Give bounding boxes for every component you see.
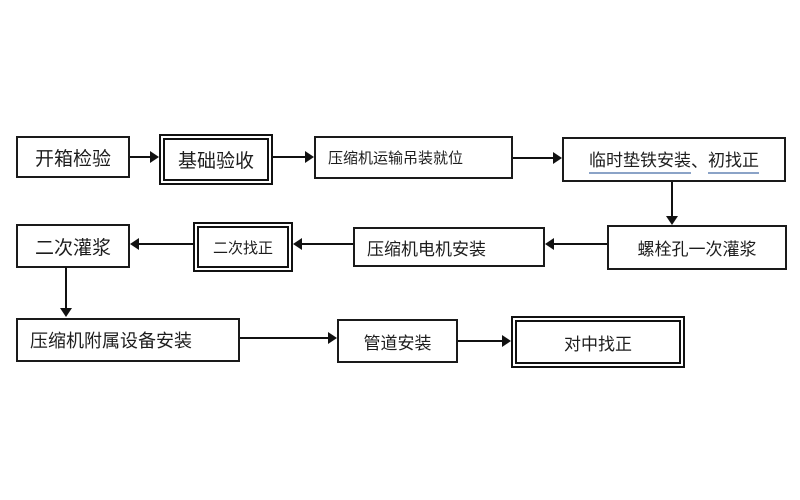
arrow-auxiliary-equipment-to-piping [240,337,328,339]
arrow-secondary-alignment-to-secondary-grouting [139,243,193,245]
underlined-text-segment: 初找正 [708,146,759,174]
text-segment: 、 [691,152,708,171]
node-label: 二次灌浆 [34,237,111,259]
node-label: 临时垫铁安装、初找正 [564,139,784,180]
node-centering-alignment: 对中找正 [511,316,685,368]
node-label: 基础验收 [163,138,269,181]
node-foundation-acceptance: 基础验收 [159,134,273,185]
arrow-bolt-hole-grouting-to-motor-install [554,243,607,245]
node-compressor-motor-install: 压缩机电机安装 [353,227,545,267]
arrow-foundation-to-transport [273,156,305,158]
arrow-motor-install-to-secondary-alignment [302,243,353,245]
node-label: 二次找正 [197,226,289,268]
arrow-piping-to-centering-alignment [458,340,502,342]
arrow-unpacking-to-foundation [130,156,150,158]
node-label: 管道安装 [363,333,432,353]
node-label: 压缩机运输吊装就位 [328,150,464,167]
node-temporary-shim-install-initial-alignment: 临时垫铁安装、初找正 [562,137,786,182]
node-secondary-grouting: 二次灌浆 [16,224,130,268]
node-label: 压缩机附属设备安装 [30,331,192,351]
node-label: 压缩机电机安装 [367,239,486,259]
node-piping-install: 管道安装 [337,319,458,363]
underlined-text-segment: 临时垫铁安装 [589,146,691,174]
node-label: 对中找正 [515,320,681,364]
arrow-secondary-grouting-to-auxiliary-equipment [65,267,67,308]
node-label: 螺栓孔一次灌浆 [637,240,757,259]
node-unpacking-inspection: 开箱检验 [16,136,130,178]
node-compressor-auxiliary-equipment-install: 压缩机附属设备安装 [16,318,240,362]
node-label: 开箱检验 [34,148,111,170]
node-compressor-transport-hoisting-in-place: 压缩机运输吊装就位 [314,136,513,179]
node-secondary-alignment: 二次找正 [193,222,293,272]
node-bolt-hole-first-grouting: 螺栓孔一次灌浆 [607,225,787,270]
arrow-transport-to-temporary-shim [513,157,553,159]
arrow-temporary-shim-to-bolt-hole-grouting [671,182,673,216]
